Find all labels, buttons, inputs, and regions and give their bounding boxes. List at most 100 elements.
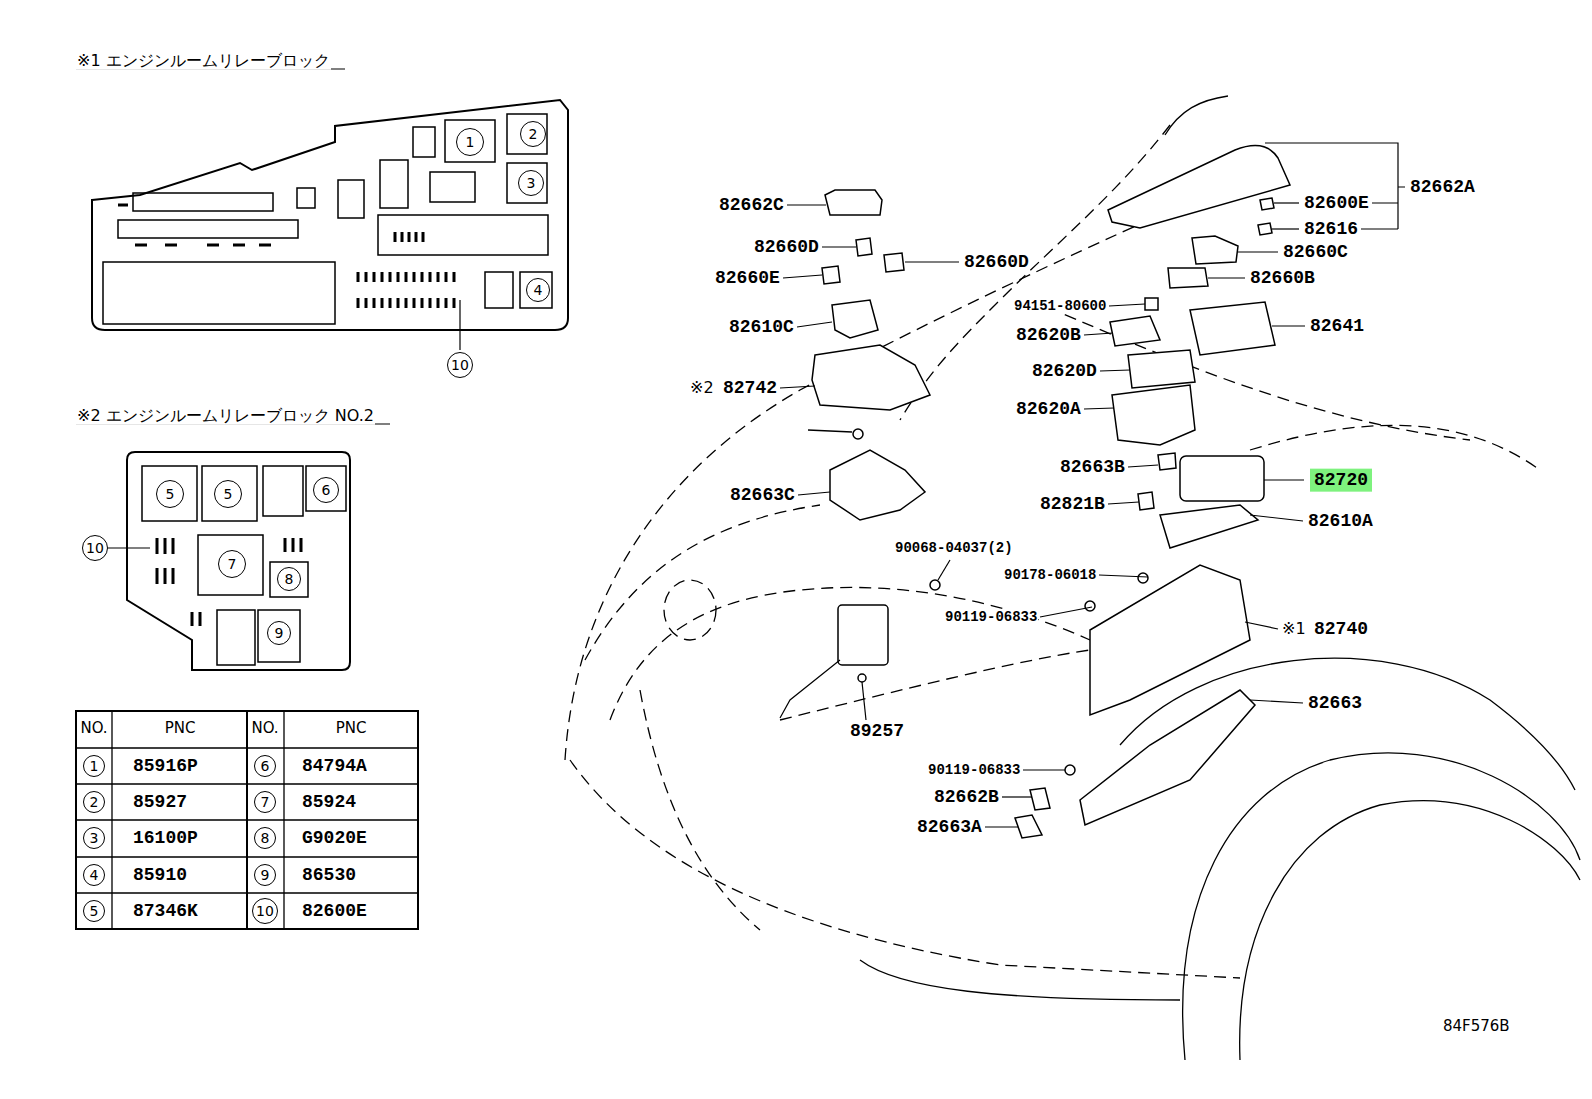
part-number: 82660D [963,252,1030,273]
car-body-line [1183,753,1580,1060]
leader-line [1108,502,1139,504]
car-outline [610,587,1090,720]
callout-circle: 4 [526,278,550,302]
part-number: 94151-80600 [1013,298,1107,314]
relay-block [378,215,548,255]
part-number: 82662C [718,195,785,216]
relay-block [263,466,303,516]
car-body-line [860,96,1580,1060]
part-shape [825,190,882,215]
relay-block [485,272,513,308]
leader-line [1109,304,1145,306]
leader-line [905,261,959,262]
car-outline [1030,300,1470,440]
note-mark: ※1 [1281,620,1307,638]
table-header: PNC [164,720,197,737]
leader-line [1250,515,1303,521]
leader-line [1002,796,1032,797]
relay-block [380,160,408,208]
part-number: 82620A [1015,399,1082,420]
callout-number: 1 [466,135,475,149]
table-cell: 85927 [132,792,188,813]
part-shape [1158,453,1176,470]
part-shape [1180,456,1264,501]
callout-circle: 6 [254,755,276,777]
part-shape [1258,223,1272,235]
callout-circle: 10 [252,898,278,924]
relay-block [445,120,495,162]
callout-circle: 3 [518,170,544,196]
leader-line [985,826,1018,827]
pnc-table [246,711,248,929]
relay-block [118,205,271,245]
callout-number: 4 [90,868,99,882]
leader-line [1084,333,1113,335]
relay-block [507,163,547,203]
part-number: 82720 [1310,469,1372,492]
part-shape [884,253,904,272]
part-shape [1108,146,1290,229]
relay-block [157,538,301,626]
leader-line [1099,575,1148,577]
callout-number: 7 [228,557,237,571]
bolt [1085,601,1095,611]
leader-line [1084,408,1114,409]
bolt [858,674,866,682]
callout-number: 8 [285,572,294,586]
bolt [930,580,940,590]
part-number: 82620D [1031,361,1098,382]
table-cell: 16100P [132,828,199,849]
part-shape [1138,492,1154,510]
callout-circle: 9 [267,621,291,645]
table-header: NO. [79,720,108,737]
callout-circle: 1 [456,128,484,156]
pnc-table [76,711,418,929]
table-cell: 85910 [132,865,188,886]
relay-block [198,535,263,595]
relay-block [507,114,547,154]
part-number: 82660C [1282,242,1349,263]
drawing-code: 84F576B [1442,1018,1511,1035]
part-shape [812,345,930,410]
part-shape [830,450,925,520]
bolt [853,429,863,439]
relay-block [103,262,335,324]
callout-circle: 8 [277,567,301,591]
callout-number: 3 [527,176,536,190]
part-number: 82660E [714,268,781,289]
part-shape [1110,316,1160,346]
callout-number: 6 [261,759,270,773]
leader-line [1245,622,1278,629]
part-shape [1190,302,1275,355]
callout-number: 10 [86,541,104,555]
part-shape [812,146,1290,839]
part-shape [1260,198,1274,210]
leader-line [822,246,856,247]
callout-circle: 4 [83,864,105,886]
part-shape [1145,298,1158,310]
callout-number: 9 [275,626,284,640]
relay-block [338,180,364,218]
part-number: 82662B [933,787,1000,808]
car-outline [640,690,760,930]
car-outline [780,650,1090,720]
leader-line [1274,202,1299,203]
part-shape [822,266,840,284]
table-cell: 86530 [301,865,357,886]
leader-line [780,660,840,718]
callout-number: 4 [534,283,543,297]
callout-number: 5 [224,487,233,501]
callout-circle: 9 [254,864,276,886]
part-number: 82660B [1249,268,1316,289]
callout-number: 6 [322,483,331,497]
part-number: 82662A [1409,177,1476,198]
relay-block [358,272,454,282]
relay-block [358,298,454,308]
bolt [1138,573,1148,583]
callout-circle: 2 [520,121,546,147]
leader-line [1128,465,1158,467]
relay-block [459,300,460,350]
part-number: 82663C [729,485,796,506]
relay-block [133,193,273,211]
callout-number: 2 [90,795,99,809]
